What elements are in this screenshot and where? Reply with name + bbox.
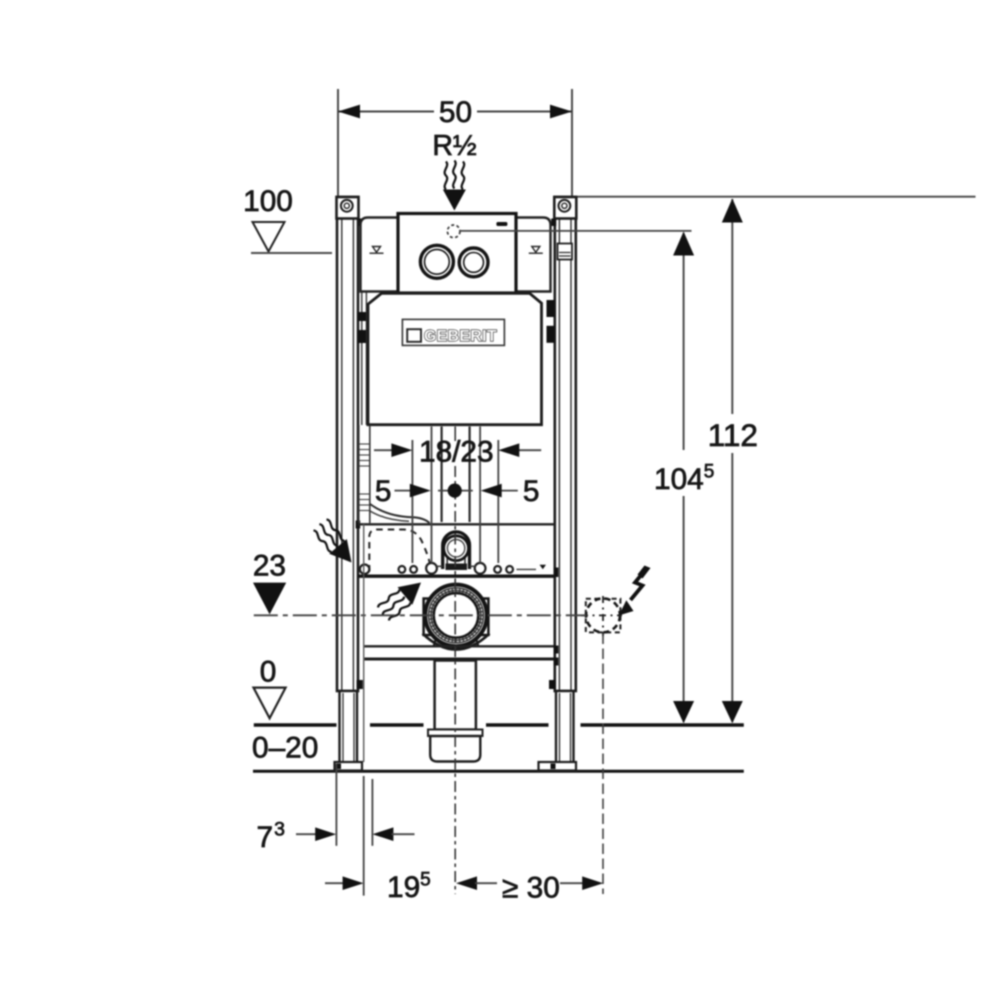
svg-text:R½: R½ xyxy=(432,130,476,162)
svg-text:100: 100 xyxy=(243,185,293,218)
svg-text:0: 0 xyxy=(260,656,277,689)
svg-text:73: 73 xyxy=(257,819,285,855)
svg-text:112: 112 xyxy=(708,417,758,453)
svg-text:18/23: 18/23 xyxy=(419,436,494,469)
svg-text:50: 50 xyxy=(439,96,472,129)
svg-text:0–20: 0–20 xyxy=(252,732,318,765)
svg-text:GEBERIT: GEBERIT xyxy=(424,328,497,345)
svg-text:23: 23 xyxy=(253,550,286,583)
svg-text:≥ 30: ≥ 30 xyxy=(502,872,560,905)
svg-text:5: 5 xyxy=(375,475,392,508)
svg-text:5: 5 xyxy=(523,475,540,508)
svg-text:195: 195 xyxy=(387,869,431,904)
svg-text:1045: 1045 xyxy=(654,462,714,497)
